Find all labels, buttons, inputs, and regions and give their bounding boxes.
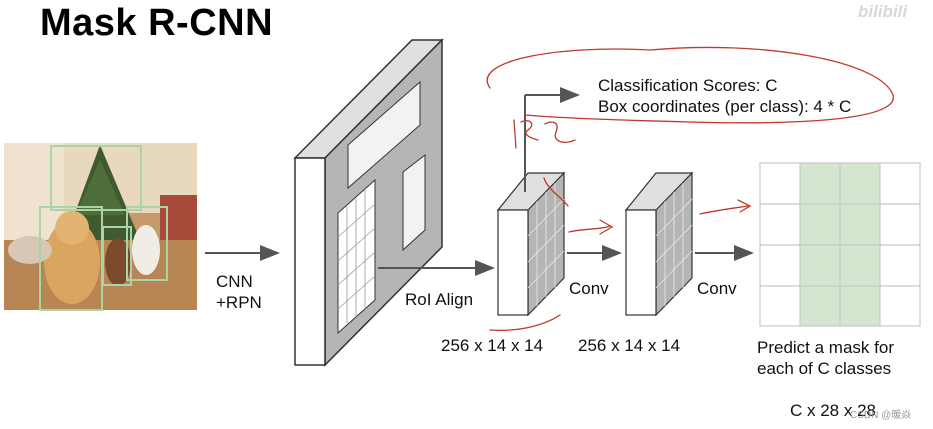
mask-output-grid bbox=[759, 162, 921, 327]
predict-mask-label-line1: Predict a mask for bbox=[757, 338, 894, 357]
backbone-feature-map bbox=[293, 38, 444, 367]
rpn-label: +RPN bbox=[216, 293, 262, 312]
roi-align-label: RoI Align bbox=[405, 290, 474, 309]
proposal-region-right bbox=[402, 153, 426, 252]
conv-feature-cube bbox=[624, 171, 694, 317]
dimension-label-1: 256 x 14 x 14 bbox=[441, 336, 544, 355]
cnn-label: CNN bbox=[216, 272, 253, 291]
input-image bbox=[4, 143, 197, 311]
classification-scores-label: Classification Scores: C bbox=[598, 76, 778, 95]
conv-label-1: Conv bbox=[569, 279, 609, 298]
dimension-label-2: 256 x 14 x 14 bbox=[578, 336, 681, 355]
box-coordinates-label: Box coordinates (per class): 4 * C bbox=[598, 97, 852, 116]
mask-dimension-label: C x 28 x 28 bbox=[790, 401, 876, 420]
proposal-region-top bbox=[347, 80, 421, 190]
bilibili-watermark: bilibili bbox=[858, 2, 908, 21]
page-title: Mask R-CNN bbox=[40, 2, 274, 44]
csdn-watermark: CSDN @暖焱 bbox=[850, 410, 912, 421]
handwritten-annotations bbox=[486, 46, 894, 331]
conv-label-2: Conv bbox=[697, 279, 737, 298]
classification-branch-arrow bbox=[524, 87, 580, 192]
predict-mask-label-line2: each of C classes bbox=[757, 359, 892, 378]
roi-feature-cube bbox=[496, 171, 566, 317]
